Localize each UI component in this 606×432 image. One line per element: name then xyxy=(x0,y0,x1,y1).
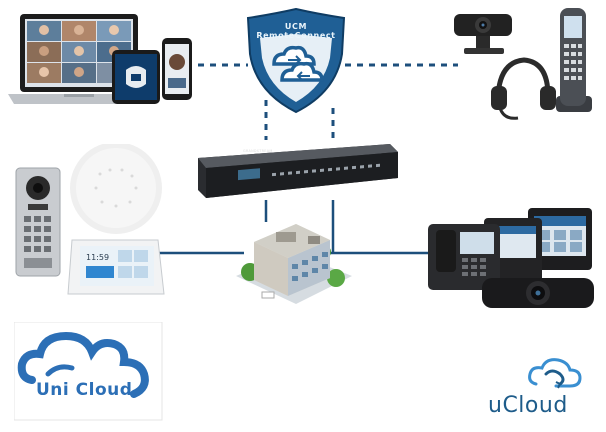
shield-title: UCM RemoteConnect xyxy=(256,22,336,40)
unicloud-logo-icon xyxy=(14,322,163,421)
ip-desk-phones-icon xyxy=(428,208,594,308)
laptop-video-conference-icon xyxy=(8,14,192,104)
unicloud-logo-text: Uni Cloud xyxy=(36,380,133,400)
ucloud-logo-text: uCloud xyxy=(488,393,568,418)
svg-text:11:59: 11:59 xyxy=(86,253,109,262)
ucloud-logo-icon xyxy=(528,358,582,389)
door-access-panel-icon: 11:59 xyxy=(15,144,165,295)
office-building-icon xyxy=(236,224,352,304)
cloud-shield-icon xyxy=(246,7,346,114)
ucm-server-icon xyxy=(198,144,398,198)
server-brand-label: GRANDSTREAM xyxy=(243,149,273,153)
webcam-headset-dect-phone-icon xyxy=(454,8,592,120)
